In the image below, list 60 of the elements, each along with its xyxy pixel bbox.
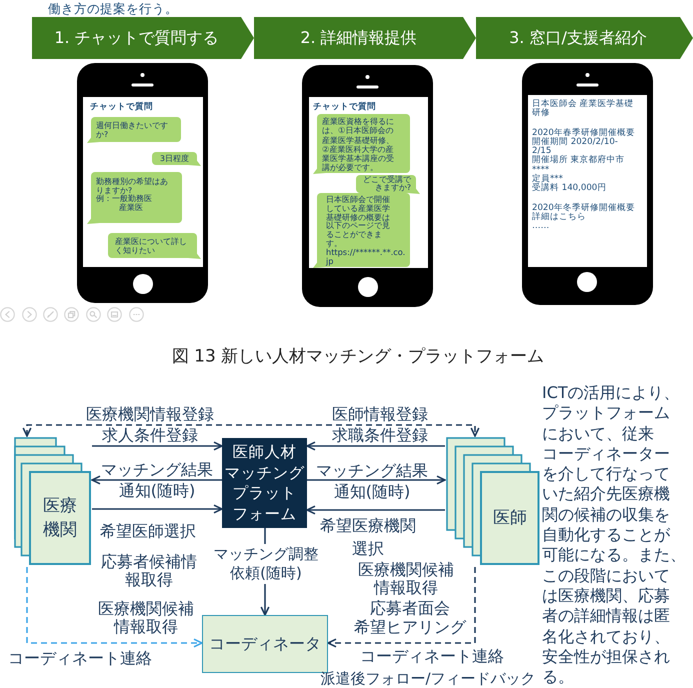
screen-text: 受講料 140,000円 (532, 184, 606, 194)
edge-label: コーディネート連絡 (8, 650, 152, 666)
chat-bubble (152, 152, 201, 166)
screen-text: …… (532, 222, 550, 232)
description-text: ICTの活用により、プラットフォームにおいて、従来コーディネーターを介して行なっていた紹介先医療機関の候補の収集を自動化することが可能になる。また、この段階においては医療機関、応募者の詳細情報は匿名化されており、安全性が担保される。 (542, 383, 686, 688)
link: https://******.**.co.jp (326, 248, 406, 266)
arrow (91, 475, 222, 485)
screen-text: 詳細はこちら (532, 212, 586, 222)
process-box: 医師人材マッチングプラットフォーム (222, 438, 307, 528)
flow-label: 医療機関情報登録 (86, 406, 214, 422)
edge-label: 希望医師選択 (100, 522, 196, 540)
chat-bubble (356, 175, 420, 194)
flow-label: 医療機関候補情報取得 (98, 600, 194, 636)
body-text: 働き方の提案を行う。 (48, 2, 178, 16)
screen-text: 定員*** (532, 175, 563, 184)
chat-title: チャットで質問 (313, 102, 376, 112)
message-text: 日本医師会で開催している産業医学基礎研修の概要は以下のページで見ることができます。 (326, 195, 390, 248)
arrow (306, 505, 445, 515)
document-stack (14, 436, 92, 567)
dashed-arrow (327, 567, 476, 648)
edge-label: 求人条件登録 (102, 426, 198, 443)
chat-title: チャットで質問 (90, 102, 153, 112)
dashed-arrow (26, 567, 203, 648)
phone-mockup (77, 63, 208, 303)
chat-bubble (87, 117, 181, 143)
arrow (92, 441, 223, 451)
figure-caption: 図 13 新しい人材マッチング・プラットフォーム (172, 348, 544, 366)
screen-text: 2020年春季研修開催概要 (532, 128, 635, 138)
flow-label: 希望ヒアリング (354, 618, 466, 636)
chat-bubble (108, 233, 201, 259)
arrow (92, 504, 223, 514)
edge-label: 希望医療機関選択 (320, 515, 416, 560)
node-label: 医師 (492, 507, 527, 530)
flow-label: 応募者面会 (370, 600, 450, 616)
edge-label: マッチング結果通知(随時) (316, 460, 428, 502)
step-banner: 3. 窓口/支援者紹介 (476, 17, 693, 59)
chat-bubble (313, 114, 410, 174)
flow-label: 派遣後フォロー/フィードバック (320, 670, 536, 688)
flow-label: 応募者候補情報取得 (101, 553, 197, 589)
flow-label: 医師情報登録 (332, 406, 428, 422)
process-box: コーディネータ (202, 615, 328, 673)
step-banner: 2. 詳細情報提供 (254, 17, 476, 59)
message-text: 産業医資格を得るには、①日本医師会の産業医学基礎研修、②産業医科大学の産業医学基本講座の受講が必要です。 (322, 117, 394, 173)
edge-label: 求職条件登録 (332, 426, 428, 443)
step-banner: 1. チャットで質問する (32, 17, 254, 59)
node-label: 医療機関 (43, 495, 77, 542)
edge-label: コーディネート連絡 (360, 648, 504, 664)
edge-label: マッチング調整依頼(随時) (212, 544, 320, 584)
screen-text: 開催場所 東京都府中市**** (532, 156, 625, 175)
chat-bubble (313, 193, 410, 268)
phone-mockup (522, 63, 653, 305)
arrow (307, 475, 446, 485)
chat-bubble (87, 172, 182, 224)
screen-text: 日本医師会 産業医学基礎研修 (532, 100, 634, 119)
dashed-arrow (22, 424, 480, 437)
edge-label: マッチング結果通知(随時) (101, 459, 213, 501)
phone-mockup (302, 65, 433, 307)
arrow (306, 441, 445, 451)
screen-text: 2020年冬季研修開催概要 (532, 204, 635, 213)
flow-label: 医療機関候補情報取得 (358, 561, 454, 597)
